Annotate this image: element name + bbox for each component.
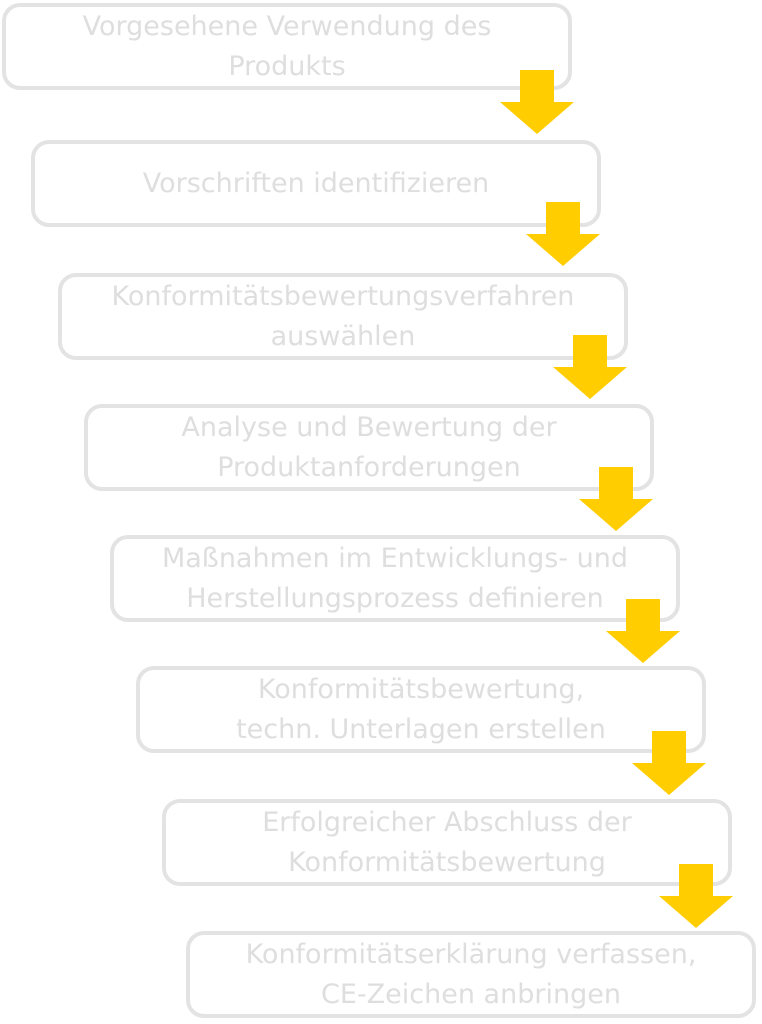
process-step-3-label: Konformitätsbewertungsverfahren auswähle… bbox=[111, 280, 575, 352]
process-step-5-label: Maßnahmen im Entwicklungs- und Herstellu… bbox=[161, 542, 629, 614]
down-arrow-icon bbox=[579, 467, 653, 531]
process-step-1-label: Vorgesehene Verwendung des Produkts bbox=[82, 10, 492, 82]
process-step-3: Konformitätsbewertungsverfahren auswähle… bbox=[58, 273, 628, 360]
process-step-6-label: Konformitätsbewertung, techn. Unterlagen… bbox=[236, 673, 606, 745]
process-step-4-label: Analyse und Bewertung der Produktanforde… bbox=[181, 411, 557, 483]
down-arrow-icon bbox=[659, 864, 733, 928]
down-arrow-icon bbox=[632, 731, 706, 795]
process-step-6: Konformitätsbewertung, techn. Unterlagen… bbox=[136, 666, 706, 753]
process-step-7-label: Erfolgreicher Abschluss der Konformitäts… bbox=[262, 806, 632, 878]
process-step-2: Vorschriften identifizieren bbox=[31, 140, 601, 227]
process-step-1: Vorgesehene Verwendung des Produkts bbox=[2, 3, 572, 90]
process-step-8-label: Konformitätserklärung verfassen, CE-Zeic… bbox=[245, 938, 697, 1010]
process-step-5: Maßnahmen im Entwicklungs- und Herstellu… bbox=[110, 535, 680, 622]
down-arrow-icon bbox=[526, 202, 600, 266]
down-arrow-icon bbox=[500, 70, 574, 134]
down-arrow-icon bbox=[553, 335, 627, 399]
down-arrow-icon bbox=[606, 599, 680, 663]
process-step-4: Analyse und Bewertung der Produktanforde… bbox=[84, 404, 654, 491]
process-step-2-label: Vorschriften identifizieren bbox=[142, 167, 490, 199]
process-step-8: Konformitätserklärung verfassen, CE-Zeic… bbox=[186, 931, 756, 1018]
process-step-7: Erfolgreicher Abschluss der Konformitäts… bbox=[162, 799, 732, 886]
